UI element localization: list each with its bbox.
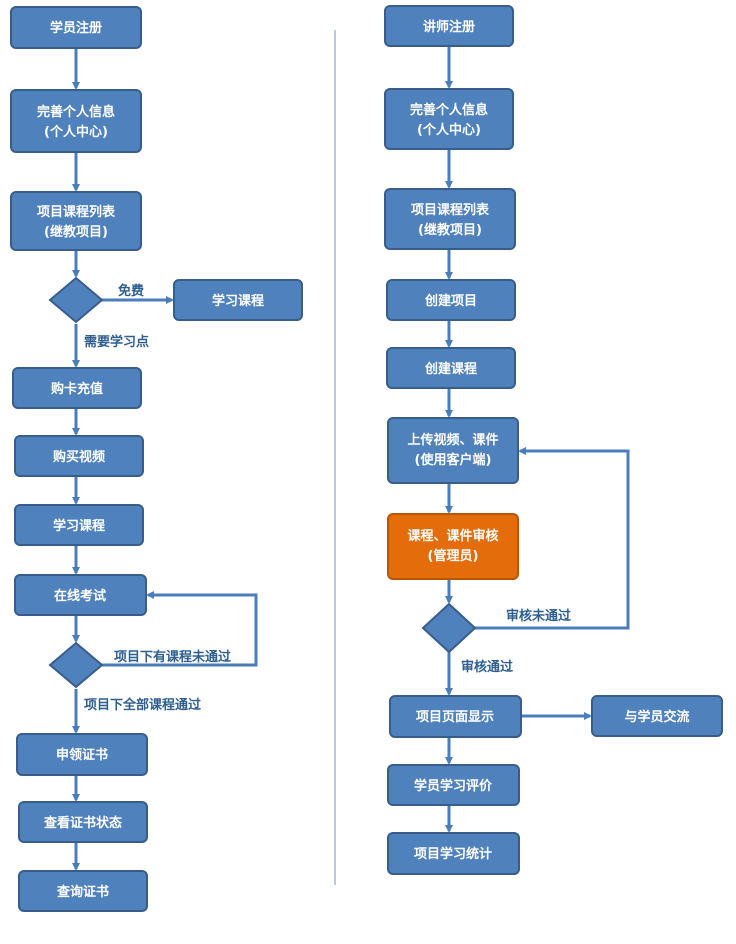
node-label-line1: 完善个人信息: [410, 102, 488, 118]
node-label: 查看证书状态: [43, 815, 122, 831]
node-label: 购买视频: [53, 449, 105, 465]
node-view-cert-status: 查看证书状态: [18, 801, 148, 843]
node-label-line1: 项目课程列表: [37, 204, 116, 220]
node-online-exam: 在线考试: [14, 574, 147, 616]
node-review: 课程、课件审核 (管理员): [387, 513, 519, 580]
edge-label-review-passed: 审核通过: [461, 659, 513, 675]
edge-label-free: 免费: [118, 283, 144, 299]
node-label-line2: (继教项目): [418, 222, 482, 238]
edge-label-review-failed: 审核未通过: [506, 608, 571, 624]
node-apply-cert: 申领证书: [16, 733, 148, 776]
node-student-eval: 学员学习评价: [387, 764, 520, 806]
loop-arrow: [102, 591, 258, 667]
decision-diamond-exam: [48, 641, 104, 689]
node-student-register: 学员注册: [10, 6, 142, 49]
node-label-line1: 完善个人信息: [37, 104, 115, 120]
node-buy-video: 购买视频: [14, 435, 144, 477]
node-label: 学员注册: [50, 20, 102, 36]
node-buy-card: 购卡充值: [12, 367, 142, 409]
node-label-line2: (继教项目): [44, 224, 108, 240]
node-label: 创建项目: [424, 293, 477, 309]
edge-label-need-points: 需要学习点: [84, 334, 149, 350]
student-flow: 学员注册 完善个人信息 (个人中心) 项目课程列表 (继教项目) 免费 学习课程…: [10, 6, 303, 912]
node-label-line2: (使用客户端): [415, 452, 492, 468]
node-project-page: 项目页面显示: [389, 695, 522, 738]
node-upload: 上传视频、课件 (使用客户端): [387, 417, 519, 484]
node-label: 与学员交流: [624, 709, 689, 725]
node-label: 创建课程: [424, 361, 477, 377]
node-query-cert: 查询证书: [18, 870, 148, 912]
node-study-course: 学习课程: [14, 504, 144, 546]
node-teacher-project-list: 项目课程列表 (继教项目): [384, 188, 516, 250]
node-label: 项目学习统计: [414, 846, 492, 862]
node-label-line1: 上传视频、课件: [407, 432, 498, 448]
node-label: 在线考试: [54, 588, 106, 604]
node-label: 学习课程: [212, 293, 264, 309]
node-label-line2: (个人中心): [44, 124, 108, 140]
teacher-arrows: [445, 46, 630, 833]
node-student-profile: 完善个人信息 (个人中心): [10, 89, 142, 153]
node-create-course: 创建课程: [386, 347, 516, 389]
student-arrows: [72, 48, 258, 871]
teacher-flow: 讲师注册 完善个人信息 (个人中心) 项目课程列表 (继教项目) 创建项目 创建…: [384, 5, 723, 875]
node-label: 学员学习评价: [414, 778, 493, 794]
node-label: 学习课程: [53, 518, 105, 534]
node-label-line2: (个人中心): [417, 122, 481, 138]
node-study-stats: 项目学习统计: [387, 832, 520, 875]
decision-diamond-review: [421, 602, 477, 654]
loop-arrow: [475, 447, 630, 630]
node-label: 申领证书: [56, 747, 108, 763]
node-label: 查询证书: [56, 884, 109, 900]
node-label-line1: 课程、课件审核: [407, 528, 498, 544]
decision-diamond-fee: [48, 276, 104, 324]
node-teacher-profile: 完善个人信息 (个人中心): [384, 88, 514, 150]
node-label: 项目页面显示: [416, 710, 494, 725]
node-create-project: 创建项目: [386, 279, 516, 321]
node-label-line2: (管理员): [428, 548, 479, 564]
node-label: 购卡充值: [51, 381, 103, 397]
node-student-project-list: 项目课程列表 (继教项目): [10, 191, 142, 251]
node-teacher-register: 讲师注册: [384, 5, 514, 47]
edge-label-not-passed: 项目下有课程未通过: [114, 649, 231, 665]
node-label: 讲师注册: [423, 19, 475, 35]
node-label-line1: 项目课程列表: [411, 202, 490, 218]
node-student-study-free: 学习课程: [173, 279, 303, 321]
node-communicate: 与学员交流: [591, 695, 723, 737]
edge-label-all-passed: 项目下全部课程通过: [84, 697, 201, 713]
